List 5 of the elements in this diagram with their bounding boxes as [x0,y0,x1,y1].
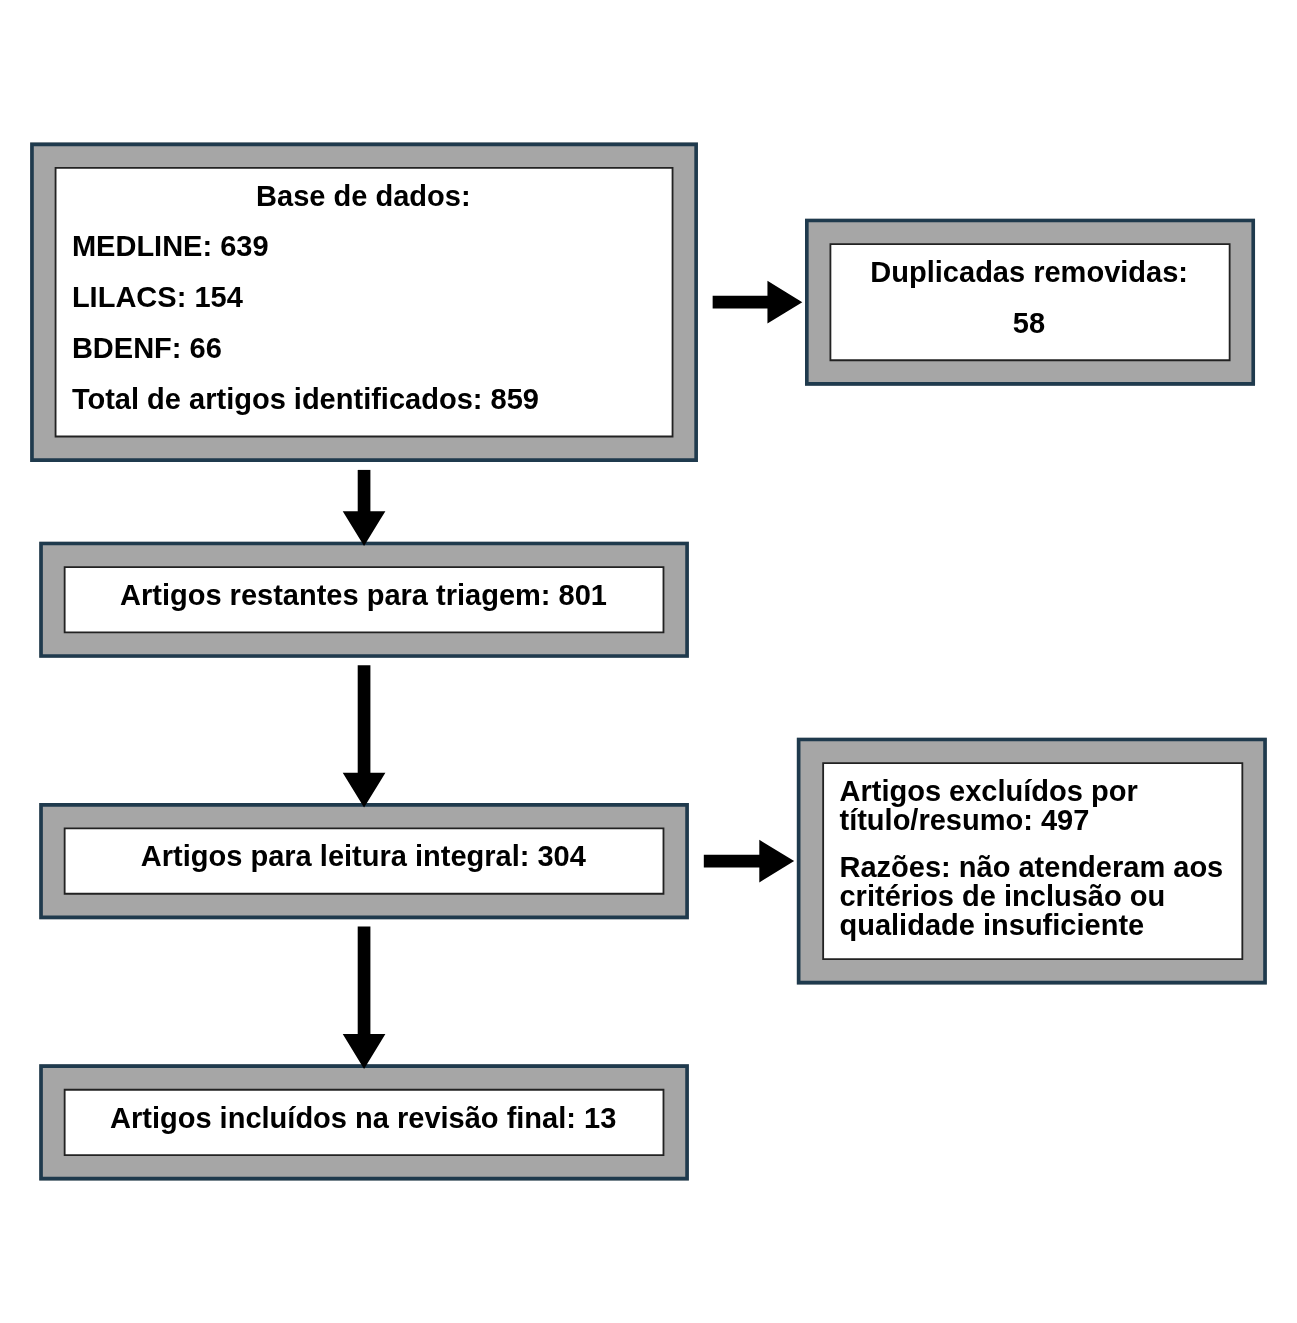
arrow [342,665,386,808]
arrow [342,926,386,1069]
arrow [342,469,386,546]
arrow [712,280,803,324]
arrow [703,839,795,883]
